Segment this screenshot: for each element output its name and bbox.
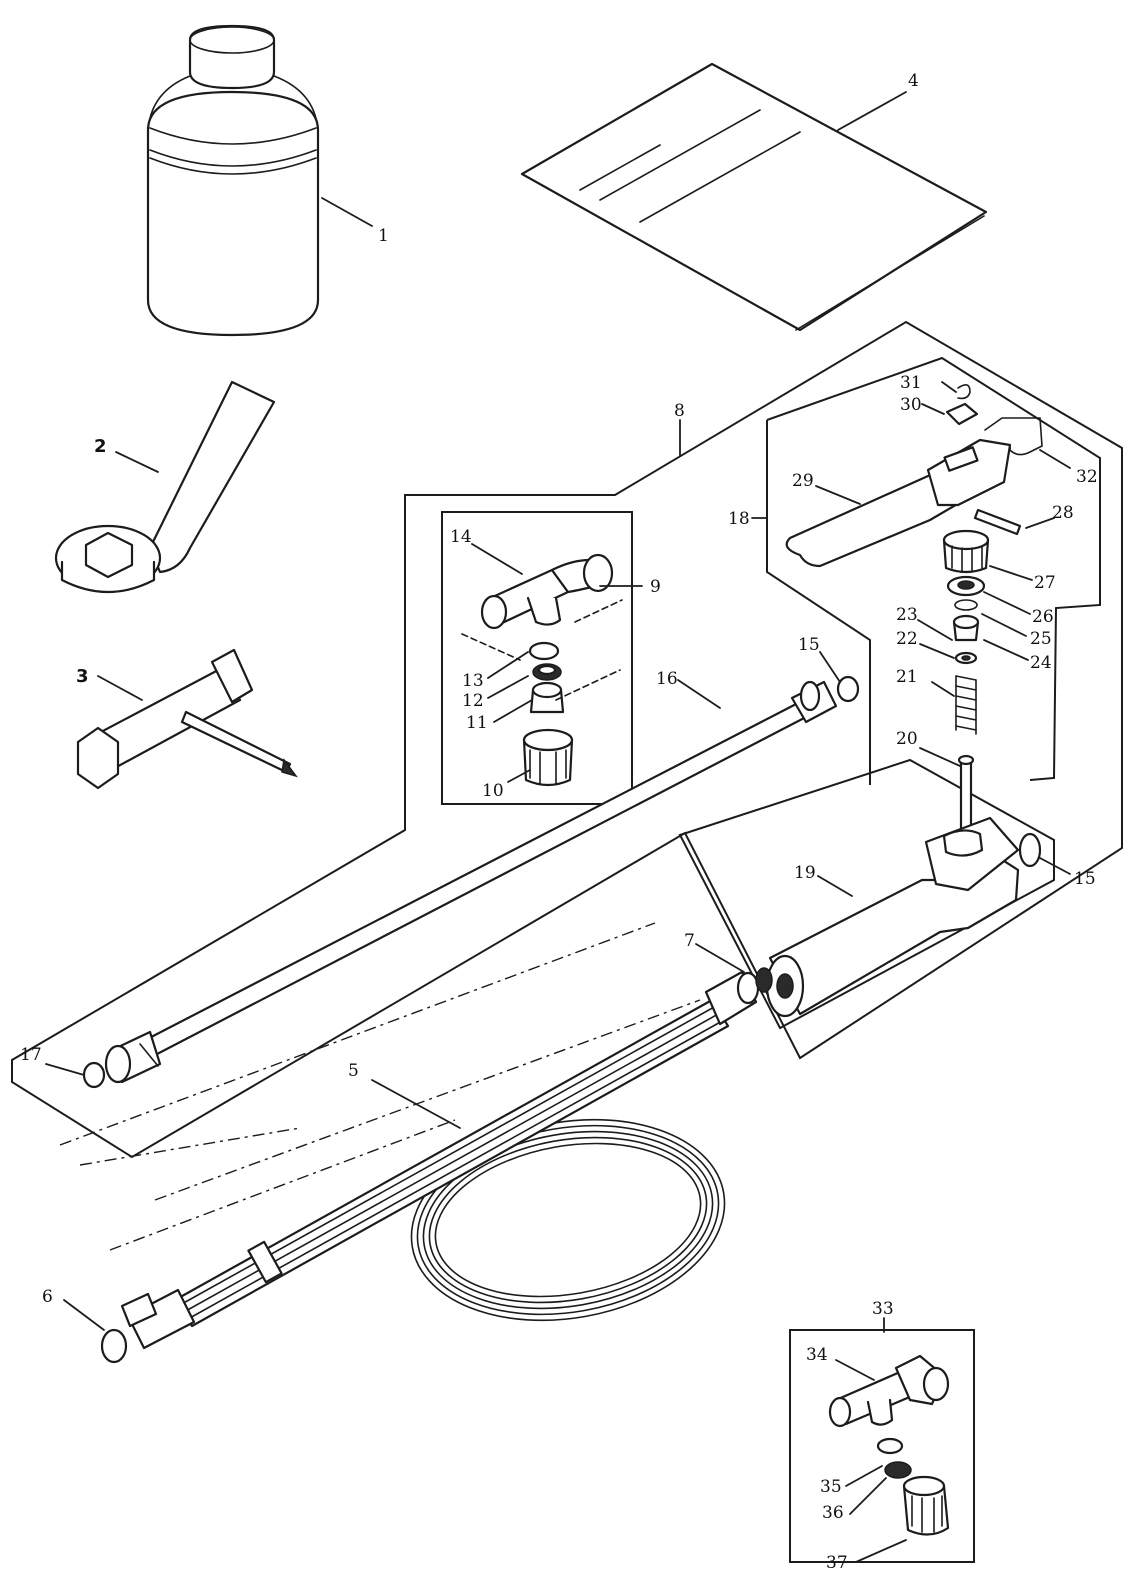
callout-33: 33 (872, 1299, 894, 1319)
assembly-frames (11, 320, 1123, 1251)
part-2-ring-spanner (54, 380, 276, 594)
leader-lines (45, 91, 1071, 1563)
callout-20: 20 (896, 729, 918, 749)
callout-36: 36 (822, 1503, 844, 1523)
callout-4: 4 (908, 71, 919, 91)
callout-2: 2 (94, 436, 107, 457)
callout-6: 6 (42, 1287, 53, 1307)
callout-19: 19 (794, 863, 816, 883)
callout-1: 1 (378, 226, 389, 246)
callout-31: 31 (900, 373, 922, 393)
callout-32: 32 (1076, 467, 1098, 487)
callout-15-top: 15 (798, 635, 820, 655)
callout-37: 37 (826, 1553, 848, 1573)
part-1-bottle (146, 24, 320, 337)
callout-13: 13 (462, 671, 484, 691)
callout-8: 8 (674, 401, 685, 421)
part-3-t-wrench (76, 648, 298, 790)
part-15-washer-top (836, 675, 860, 703)
callout-10: 10 (482, 781, 504, 801)
callout-24: 24 (1030, 653, 1052, 673)
part-6-washer (100, 1328, 128, 1364)
callout-18: 18 (728, 509, 750, 529)
part-5-hose-straight (100, 967, 773, 1364)
callout-25: 25 (1030, 629, 1052, 649)
callout-3: 3 (76, 666, 89, 687)
callout-9: 9 (650, 577, 661, 597)
part-19-handle-body (765, 816, 1042, 1018)
part-15-washer-side (1018, 832, 1042, 868)
callout-23: 23 (896, 605, 918, 625)
part-18-trigger-assembly (785, 384, 1043, 846)
callout-14: 14 (450, 527, 472, 547)
callout-30: 30 (900, 395, 922, 415)
part-4-manual-sheet (520, 62, 988, 332)
callout-11: 11 (466, 713, 488, 733)
callout-5: 5 (348, 1061, 359, 1081)
callout-27: 27 (1034, 573, 1056, 593)
callout-26: 26 (1032, 607, 1054, 627)
callout-15-side: 15 (1074, 869, 1096, 889)
part-21-spring (955, 675, 977, 735)
callout-21: 21 (896, 667, 918, 687)
callout-22: 22 (896, 629, 918, 649)
callout-7: 7 (684, 931, 695, 951)
callout-34: 34 (806, 1345, 828, 1365)
callout-35: 35 (820, 1477, 842, 1497)
part-33-alt-nozzle-box (789, 1329, 975, 1563)
callout-29: 29 (792, 471, 814, 491)
callout-16: 16 (656, 669, 678, 689)
part-16-spray-lance (82, 675, 860, 1089)
callout-labels: 1 2 3 4 5 6 7 8 9 10 11 12 13 14 15 15 1… (20, 71, 1098, 1573)
part-7-washer (755, 967, 773, 993)
callout-17: 17 (20, 1045, 42, 1065)
part-5-hose-coil (410, 1118, 726, 1322)
callout-12: 12 (462, 691, 484, 711)
callout-28: 28 (1052, 503, 1074, 523)
part-9-nozzle-kit-box (441, 511, 633, 805)
part-17-washer (82, 1061, 106, 1089)
